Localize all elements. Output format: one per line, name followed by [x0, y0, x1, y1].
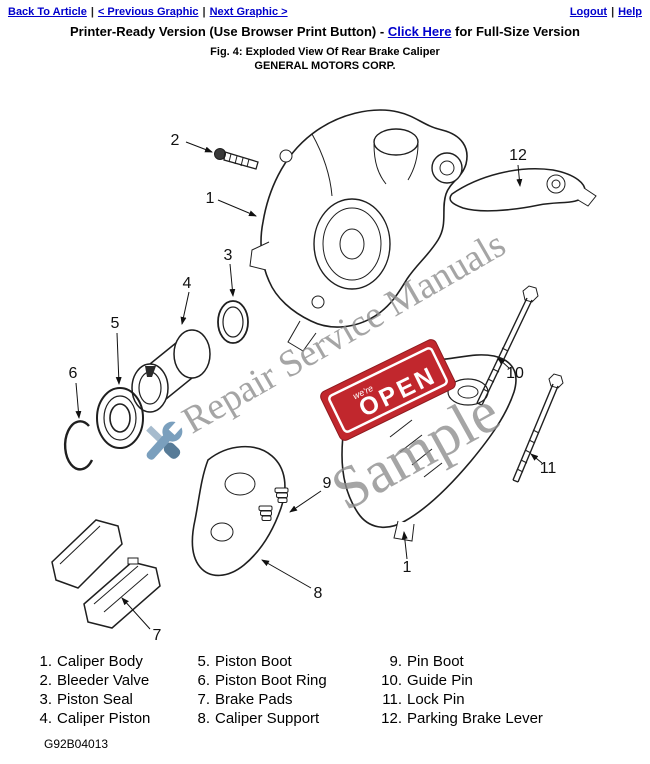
- legend-item: 1. Caliper Body: [28, 652, 150, 671]
- callout-3: 3: [224, 247, 233, 264]
- legend-item-name: Bleeder Valve: [57, 672, 150, 689]
- separator: |: [202, 6, 206, 18]
- legend-item-number: 4.: [39, 710, 52, 727]
- legend-item: 9. Pin Boot: [378, 652, 543, 671]
- legend-item-name: Lock Pin: [407, 691, 465, 708]
- legend-item-name: Brake Pads: [215, 691, 293, 708]
- callout-4: 4: [183, 275, 192, 292]
- legend-item-number: 5.: [197, 653, 210, 670]
- legend-item-number: 7.: [197, 691, 210, 708]
- legend-item: 8. Caliper Support: [186, 709, 327, 728]
- legend-item: 4. Caliper Piston: [28, 709, 150, 728]
- legend-item-number: 9.: [389, 653, 402, 670]
- legend-item-name: Caliper Body: [57, 653, 143, 670]
- legend-column-1: 1. Caliper Body 2. Bleeder Valve 3. Pist…: [28, 652, 150, 728]
- legend-item-number: 6.: [197, 672, 210, 689]
- legend-item-number: 2.: [39, 672, 52, 689]
- callout-11: 11: [540, 460, 557, 477]
- guide-pin-drawing: [476, 285, 539, 406]
- logout-link[interactable]: Logout: [569, 6, 608, 18]
- caliper-piston-drawing: [131, 329, 211, 413]
- nav-right: Logout | Help: [570, 6, 642, 18]
- nav-left: Back To Article | < Previous Graphic | N…: [8, 6, 288, 18]
- callout-9: 9: [323, 475, 332, 492]
- legend-item-number: 10.: [381, 672, 402, 689]
- legend-item: 7. Brake Pads: [186, 690, 327, 709]
- legend-item-name: Caliper Support: [215, 710, 320, 727]
- legend-item-name: Piston Seal: [57, 691, 133, 708]
- legend-item: 5. Piston Boot: [186, 652, 327, 671]
- callout-leaders: [75, 141, 543, 630]
- callout-12: 12: [509, 147, 527, 164]
- caliper-support-drawing: [191, 445, 289, 577]
- callout-numbers: 2 1 12 3 4 5 6 10 11 9 8 7 1: [69, 132, 557, 644]
- open-sign-board: [320, 339, 456, 441]
- callout-10: 10: [506, 365, 524, 382]
- callout-1: 1: [206, 190, 215, 207]
- legend-item-number: 1.: [39, 653, 52, 670]
- parking-brake-lever-drawing: [449, 168, 597, 212]
- separator: |: [90, 6, 94, 18]
- callout-6: 6: [69, 365, 78, 382]
- piston-boot-drawing: [96, 387, 144, 449]
- legend-item: 2. Bleeder Valve: [28, 671, 150, 690]
- tools-icon: [146, 419, 185, 460]
- legend-item-name: Caliper Piston: [57, 710, 151, 727]
- legend-item: 6. Piston Boot Ring: [186, 671, 327, 690]
- exploded-view-diagram: 2 1 12 3 4 5 6 10 11 9 8 7 1: [51, 109, 597, 644]
- pin-boot-drawing: [258, 487, 289, 521]
- legend-item-name: Pin Boot: [407, 653, 464, 670]
- figure-code: G92B04013: [44, 737, 109, 751]
- legend-item-number: 11.: [382, 691, 402, 708]
- bleeder-valve-drawing: [214, 148, 259, 170]
- previous-graphic-link[interactable]: < Previous Graphic: [97, 6, 199, 18]
- callout-2: 2: [171, 132, 180, 149]
- legend-item-number: 3.: [39, 691, 52, 708]
- legend-item-name: Piston Boot: [215, 653, 292, 670]
- callout-8: 8: [314, 585, 323, 602]
- callout-7: 7: [153, 627, 162, 644]
- legend-item-name: Piston Boot Ring: [215, 672, 327, 689]
- full-size-version-link[interactable]: Click Here: [387, 24, 452, 39]
- next-graphic-link[interactable]: Next Graphic >: [209, 6, 288, 18]
- legend-column-2: 5. Piston Boot 6. Piston Boot Ring 7. Br…: [186, 652, 327, 728]
- legend-column-3: 9. Pin Boot 10. Guide Pin 11. Lock Pin 1…: [378, 652, 543, 728]
- legend-item-number: 12.: [381, 710, 402, 727]
- title-text: Printer-Ready Version (Use Browser Print…: [69, 24, 388, 39]
- caliper-body-drawing: [249, 109, 468, 352]
- separator: |: [611, 6, 615, 18]
- callout-5: 5: [111, 315, 120, 332]
- page-title: Printer-Ready Version (Use Browser Print…: [0, 24, 650, 39]
- top-nav: Back To Article | < Previous Graphic | N…: [8, 6, 642, 18]
- title-text-suffix: for Full-Size Version: [451, 24, 580, 39]
- company-name: GENERAL MOTORS CORP.: [254, 60, 396, 72]
- help-link[interactable]: Help: [618, 6, 642, 18]
- back-to-article-link[interactable]: Back To Article: [8, 6, 87, 18]
- piston-seal-drawing: [217, 300, 249, 344]
- callout-1b: 1: [403, 559, 412, 576]
- lock-pin-drawing: [512, 373, 564, 483]
- legend-item: 10. Guide Pin: [378, 671, 543, 690]
- legend-item: 3. Piston Seal: [28, 690, 150, 709]
- legend-item-name: Parking Brake Lever: [407, 710, 543, 727]
- legend-item-number: 8.: [197, 710, 210, 727]
- figure-caption: Fig. 4: Exploded View Of Rear Brake Cali…: [210, 46, 440, 58]
- legend-item-name: Guide Pin: [407, 672, 473, 689]
- legend-item: 11. Lock Pin: [378, 690, 543, 709]
- legend-item: 12. Parking Brake Lever: [378, 709, 543, 728]
- brake-pads-drawing: [51, 519, 161, 629]
- piston-boot-ring-drawing: [63, 420, 94, 471]
